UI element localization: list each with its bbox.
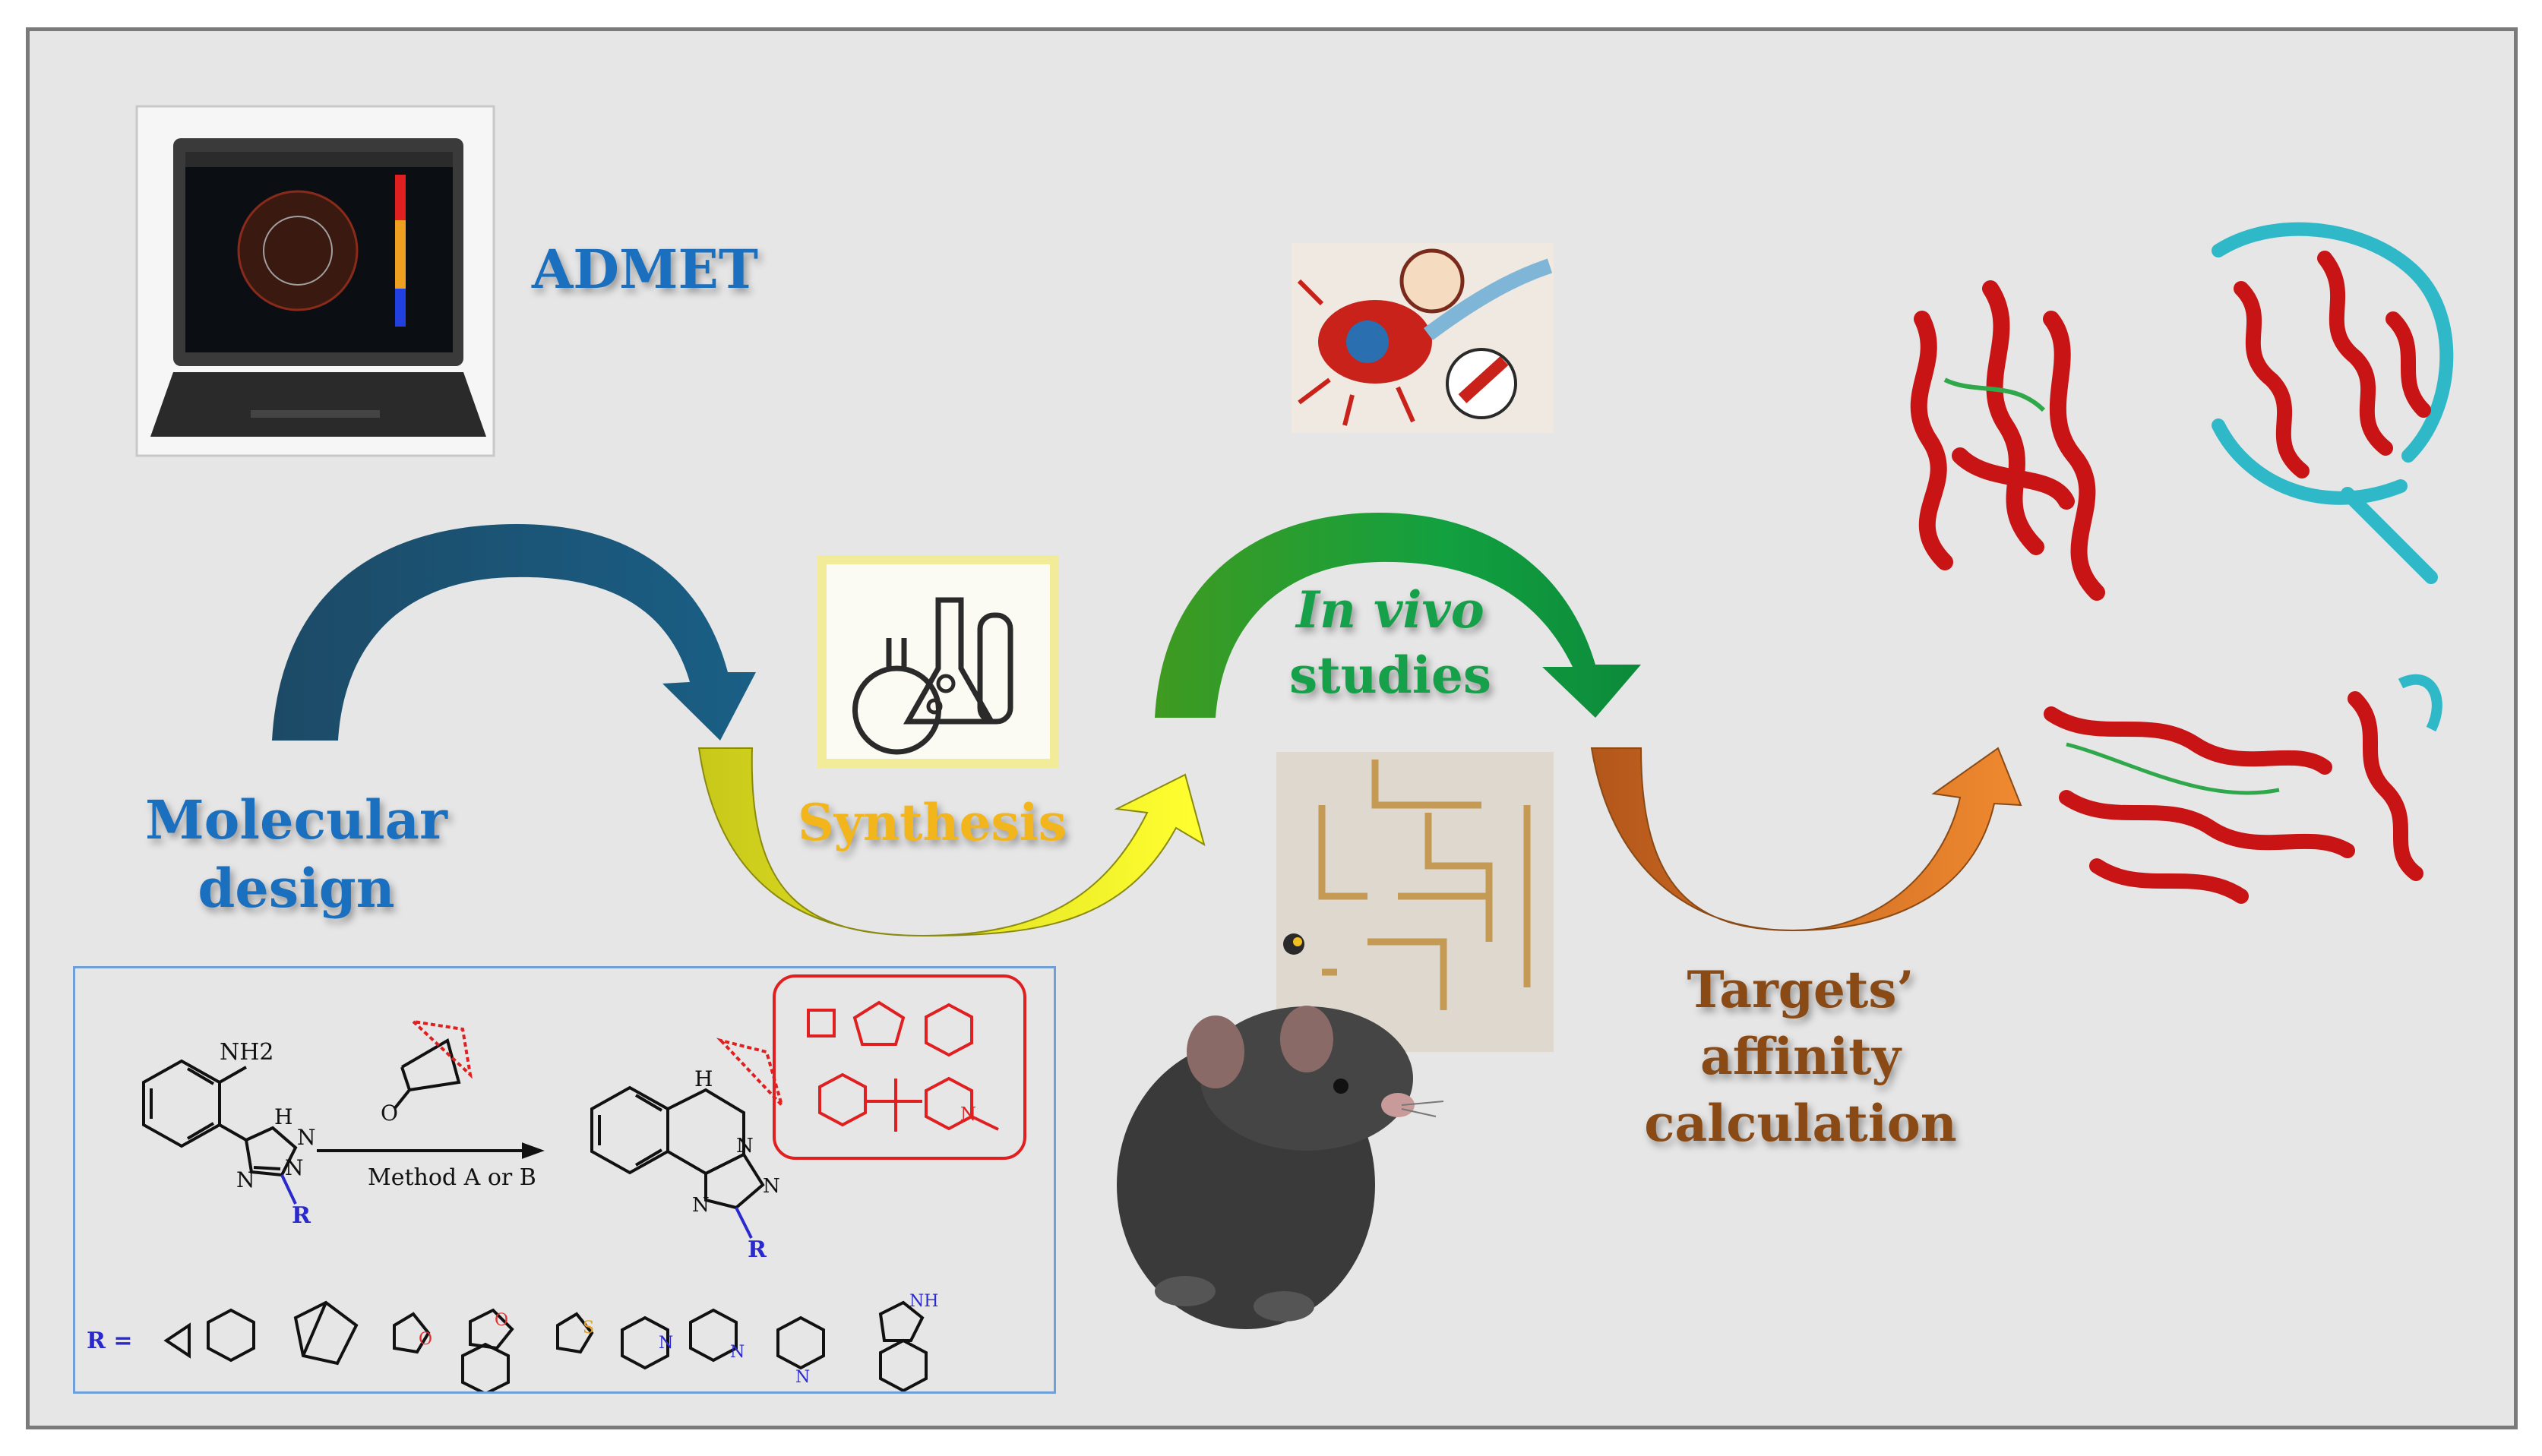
r-equals-label: R = bbox=[87, 1328, 133, 1354]
maze-icon bbox=[1276, 752, 1554, 1052]
indole-nh-label: NH bbox=[909, 1292, 938, 1311]
piperidine-n-label: N bbox=[960, 1104, 976, 1125]
molecular-design-line-2: design bbox=[198, 857, 395, 920]
product-nh-label: H bbox=[694, 1066, 713, 1091]
triazole-ring bbox=[244, 1126, 298, 1177]
molecular-design-line-1: Molecular bbox=[145, 788, 447, 851]
in-vivo-text: In vivo bbox=[1296, 580, 1484, 640]
targets-line-2: affinity bbox=[1700, 1027, 1901, 1086]
studies-text: studies bbox=[1289, 646, 1491, 705]
product-n2-label: N bbox=[763, 1175, 780, 1198]
furan-o-label: O bbox=[419, 1330, 432, 1349]
triazole-n3-label: N bbox=[236, 1167, 255, 1192]
product-n3-label: N bbox=[692, 1194, 710, 1217]
triazole-nh-label: H bbox=[274, 1104, 292, 1129]
arrow-molecular-to-synthesis bbox=[272, 524, 756, 741]
product-r-label: R bbox=[748, 1236, 767, 1263]
ring-options-box bbox=[773, 974, 1026, 1160]
pyridine-n2-label: N bbox=[730, 1343, 745, 1362]
ketone-oxygen-label: O bbox=[381, 1101, 398, 1126]
synthesis-label: Synthesis bbox=[798, 793, 1067, 852]
r-group-label: R bbox=[292, 1202, 311, 1229]
arrow-synthesis-to-invivo bbox=[697, 747, 1206, 937]
neuron-icon bbox=[1292, 243, 1554, 433]
pyridine-n1-label: N bbox=[659, 1334, 673, 1353]
molecular-design-label: Molecular design bbox=[137, 794, 456, 930]
targets-line-3: calculation bbox=[1644, 1094, 1957, 1153]
admet-label: ADMET bbox=[532, 238, 758, 301]
thiophene-s-label: S bbox=[583, 1319, 594, 1338]
benzofuran-o-label: O bbox=[495, 1311, 508, 1330]
triazole-n1-label: N bbox=[297, 1125, 316, 1150]
lab-flasks-icon bbox=[817, 555, 1059, 768]
method-label: Method A or B bbox=[368, 1164, 536, 1191]
reaction-scheme: NH2 H N N N O Method A or B H N N N R R … bbox=[87, 974, 1026, 1396]
laptop-icon bbox=[135, 105, 495, 457]
targets-line-1: Targets’ bbox=[1687, 960, 1914, 1019]
protein-structure-icon bbox=[1910, 222, 2454, 904]
amine-label: NH2 bbox=[220, 1039, 274, 1066]
in-vivo-studies-label: In vivo studies bbox=[1261, 585, 1519, 715]
product-n-label: N bbox=[736, 1135, 754, 1158]
pyridine-n3-label: N bbox=[795, 1368, 810, 1387]
targets-affinity-label: Targets’ affinity calculation bbox=[1611, 965, 1990, 1165]
arrow-invivo-to-targets bbox=[1155, 513, 1641, 718]
arrow-targets-to-proteins bbox=[1590, 747, 2022, 932]
reaction-scheme-panel: NH2 H N N N O Method A or B H N N N R R … bbox=[73, 966, 1056, 1396]
benzene-ring bbox=[142, 1059, 221, 1148]
rat-icon bbox=[1117, 1006, 1444, 1329]
triazole-n2-label: N bbox=[285, 1155, 304, 1180]
